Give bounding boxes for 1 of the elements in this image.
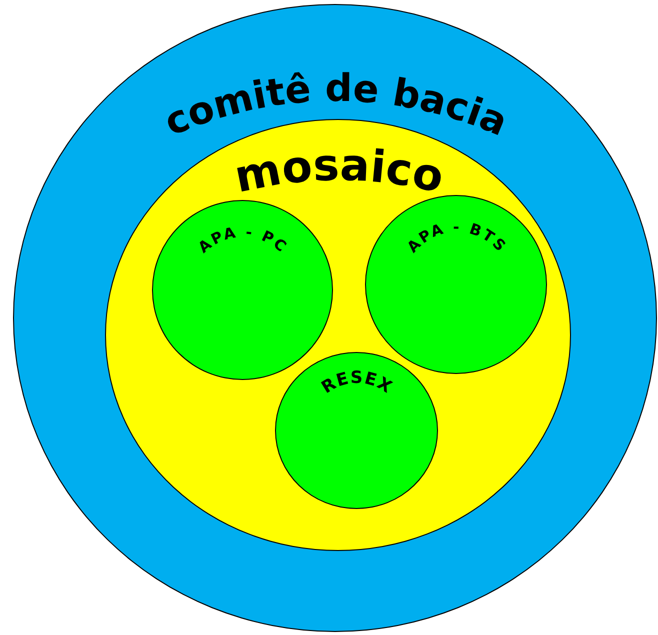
curved-label: RESEX [318, 368, 396, 398]
